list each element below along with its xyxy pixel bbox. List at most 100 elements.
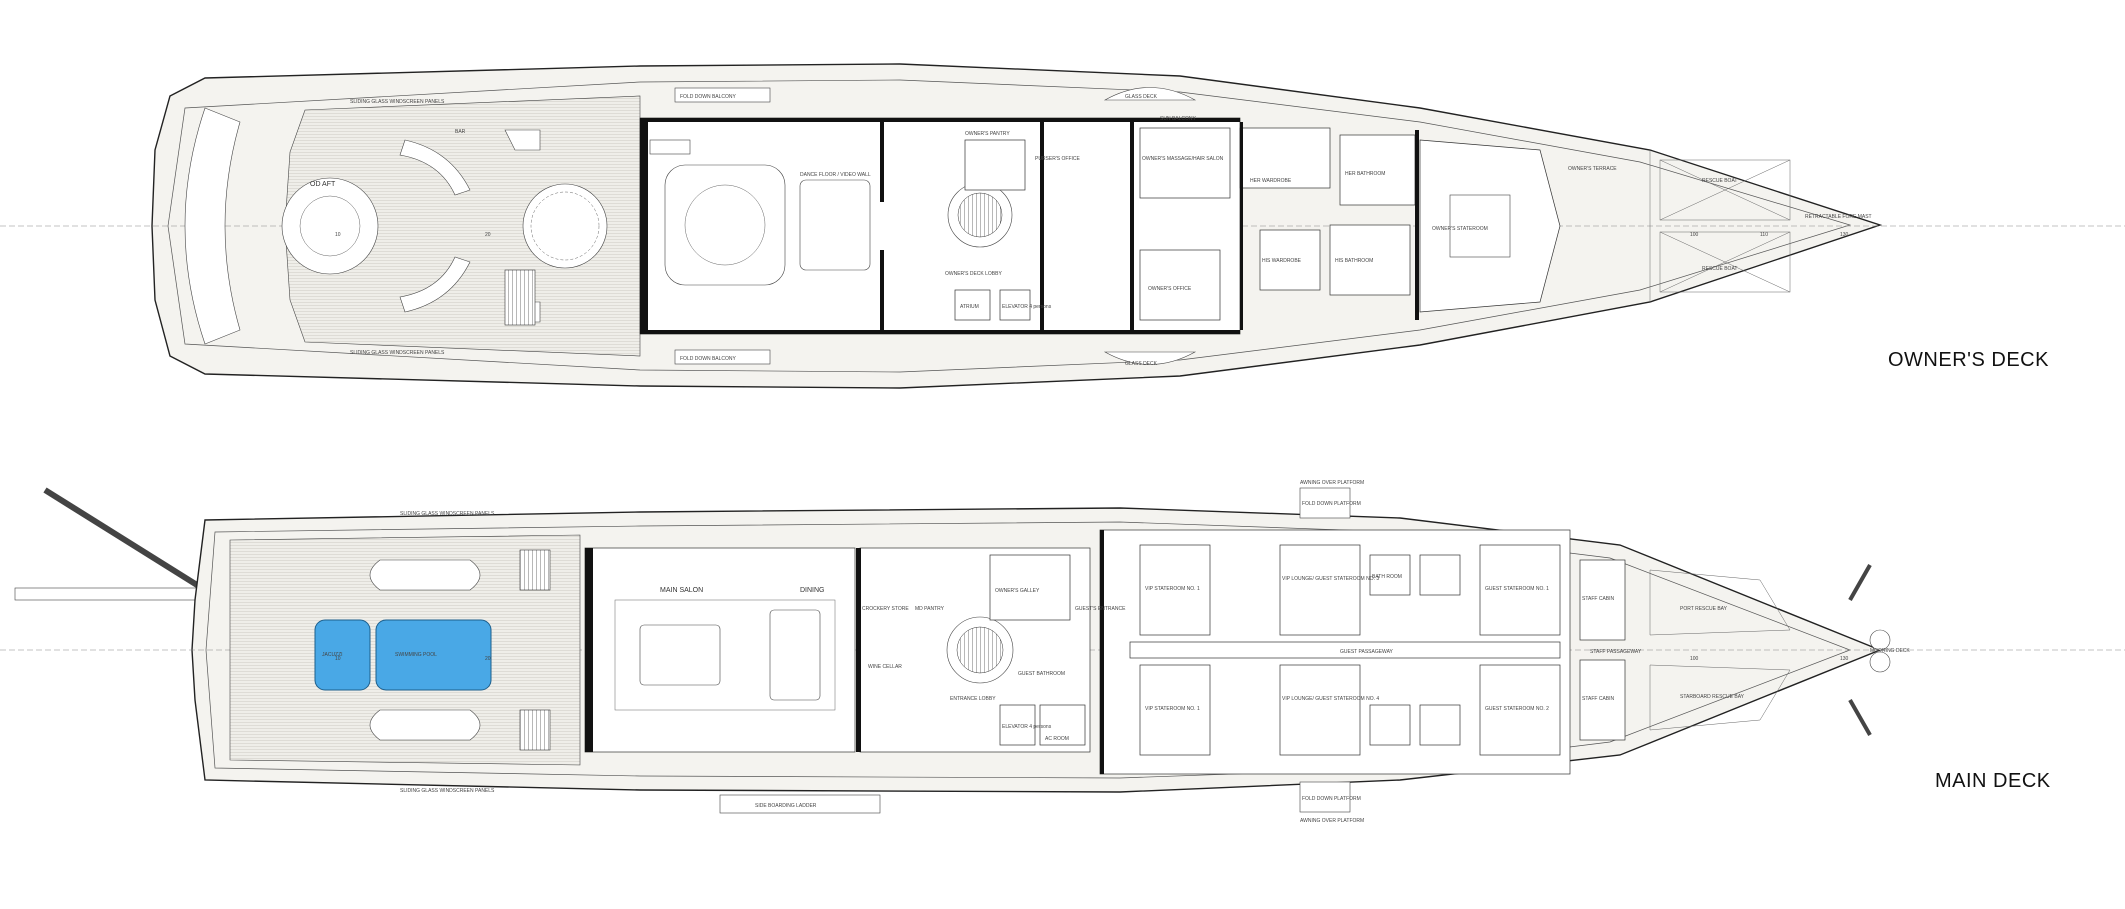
label-swimming-pool: SWIMMING POOL [395, 652, 437, 658]
label-entrance-lobby: ENTRANCE LOBBY [950, 696, 996, 702]
label-bath-room: BATH ROOM [1372, 574, 1402, 580]
label-od-lobby: OWNER'S DECK LOBBY [945, 271, 1002, 277]
label-owners-pantry: OWNER'S PANTRY [965, 131, 1010, 137]
label-wine-cellar: WINE CELLAR [868, 664, 902, 670]
md-bath-room-3 [1369, 704, 1411, 746]
frame-130-md: 130 [1840, 656, 1849, 662]
md-salon-rug [614, 599, 836, 711]
od-glass-deck-bottom [1103, 351, 1197, 365]
md-elevator [999, 704, 1036, 746]
frame-100-od: 100 [1690, 232, 1699, 238]
label-balcony-bottom: FOLD DOWN BALCONY [680, 356, 737, 362]
od-her-wardrobe [1239, 127, 1331, 189]
label-owners-office: OWNER'S OFFICE [1148, 286, 1192, 292]
md-starboard-rescue-bay [1649, 664, 1791, 731]
md-wall-galley [856, 548, 861, 752]
label-sliding-glass-top: SLIDING GLASS WINDSCREEN PANELS [350, 99, 445, 105]
md-staff-cabin-2 [1579, 659, 1626, 741]
od-his-bathroom [1329, 224, 1411, 296]
md-mooring-capstan-1 [1869, 629, 1891, 651]
label-jacuzzi: JACUZZI [322, 652, 343, 658]
label-her-bathroom: HER BATHROOM [1345, 171, 1385, 177]
label-fold-platform-top: FOLD DOWN PLATFORM [1302, 501, 1361, 507]
label-ac-room: AC ROOM [1045, 736, 1069, 742]
label-md-pantry: MD PANTRY [915, 606, 945, 612]
main-deck-plan: JACUZZI SWIMMING POOL MAIN SALON DINING … [0, 480, 2125, 824]
od-aft-round-table [522, 183, 608, 269]
od-wall-aft [640, 118, 648, 334]
label-vip-lounge-3: VIP LOUNGE/ GUEST STATEROOM NO. 3 [1282, 576, 1379, 582]
label-staff-cabin-1: STAFF CABIN [1582, 596, 1615, 602]
label-md-elevator: ELEVATOR 4 persons [1002, 724, 1052, 730]
od-aft-lounger-top [504, 129, 541, 151]
od-stern-bench [184, 107, 241, 345]
label-od-elevator: ELEVATOR 4 persons [1002, 304, 1052, 310]
md-fold-down-platform-top [1299, 487, 1351, 519]
frame-10-od: 10 [335, 232, 341, 238]
label-vip-stateroom-2: VIP STATEROOM NO. 1 [1145, 706, 1200, 712]
od-massage-salon [1139, 127, 1231, 199]
frame-10-md: 10 [335, 656, 341, 662]
md-aft-stairs-bottom [519, 709, 551, 751]
od-bar-counter [649, 139, 691, 155]
md-vip-stateroom-2 [1139, 664, 1211, 756]
md-guest-passageway [1129, 641, 1561, 659]
label-sun-balcony: SUN BALCONY [1160, 116, 1197, 122]
label-bar: BAR [455, 129, 466, 135]
md-crane-arm [43, 487, 207, 593]
label-vip-stateroom-1: VIP STATEROOM NO. 1 [1145, 586, 1200, 592]
label-purser-office: PURSER'S OFFICE [1035, 156, 1081, 162]
od-aft-round-inner [299, 195, 361, 257]
label-owners-galley: OWNER'S GALLEY [995, 588, 1040, 594]
od-rescue-boat-2 [1659, 231, 1791, 293]
od-aft-sofa-bottom [399, 256, 471, 313]
md-aft-stairs-top [519, 549, 551, 591]
md-bath-room-1 [1369, 554, 1411, 596]
label-owners-stateroom: OWNER'S STATEROOM [1432, 226, 1488, 232]
label-starboard-rescue-bay: STARBOARD RESCUE BAY [1680, 694, 1745, 700]
label-dance-floor: DANCE FLOOR / VIDEO WALL [800, 172, 871, 178]
md-anchor-top [1848, 564, 1872, 601]
od-elevator [999, 289, 1031, 321]
od-owners-bed [1449, 194, 1511, 258]
owners-deck-title: OWNER'S DECK [1888, 349, 2049, 371]
md-jacuzzi [314, 619, 371, 691]
label-glass-deck-bottom: GLASS DECK [1125, 361, 1158, 367]
od-aft-table-chairs [530, 191, 600, 261]
md-wall-guest-aft [1100, 530, 1104, 774]
frame-110-od: 110 [1760, 232, 1768, 238]
label-dining: DINING [800, 587, 825, 594]
md-staff-cabin-1 [1579, 559, 1626, 641]
label-guest-bathroom: GUEST BATHROOM [1018, 671, 1065, 677]
frame-20-md: 20 [485, 656, 491, 662]
label-guest-passageway: GUEST PASSAGEWAY [1340, 649, 1394, 655]
od-balcony-bottom [674, 349, 771, 365]
od-office [1139, 249, 1221, 321]
md-spiral-treads [956, 626, 1004, 674]
od-wall-bottom [640, 330, 1240, 334]
label-atrium: ATRIUM [960, 304, 979, 310]
label-rescue-boat-2: RESCUE BOAT [1702, 266, 1737, 272]
md-ac-room [1039, 704, 1086, 746]
label-vip-lounge-4: VIP LOUNGE/ GUEST STATEROOM NO. 4 [1282, 696, 1379, 702]
od-wall-e [1240, 122, 1243, 330]
label-awning-top: AWNING OVER PLATFORM [1300, 480, 1364, 486]
md-salon-seating [639, 624, 721, 686]
label-guest-stateroom-1: GUEST STATEROOM NO. 1 [1485, 586, 1549, 592]
frame-20-od: 20 [485, 232, 491, 238]
od-glass-deck-top [1103, 87, 1197, 101]
od-wall-a [880, 122, 884, 202]
od-rescue-boat-1 [1659, 159, 1791, 221]
label-crockery: CROCKERY STORE [862, 606, 909, 612]
od-pantry [964, 139, 1026, 191]
md-wall-aft [585, 548, 593, 752]
label-mooring: MOORING DECK [1870, 648, 1910, 654]
od-aft-sofa-top [399, 139, 471, 196]
md-side-boarding-ladder [719, 794, 881, 814]
label-glass-deck-top: GLASS DECK [1125, 94, 1158, 100]
od-balcony-top [674, 87, 771, 103]
md-fold-down-platform-bottom [1299, 781, 1351, 813]
md-vip-lounge-3 [1279, 544, 1361, 636]
label-her-wardrobe: HER WARDROBE [1250, 178, 1292, 184]
